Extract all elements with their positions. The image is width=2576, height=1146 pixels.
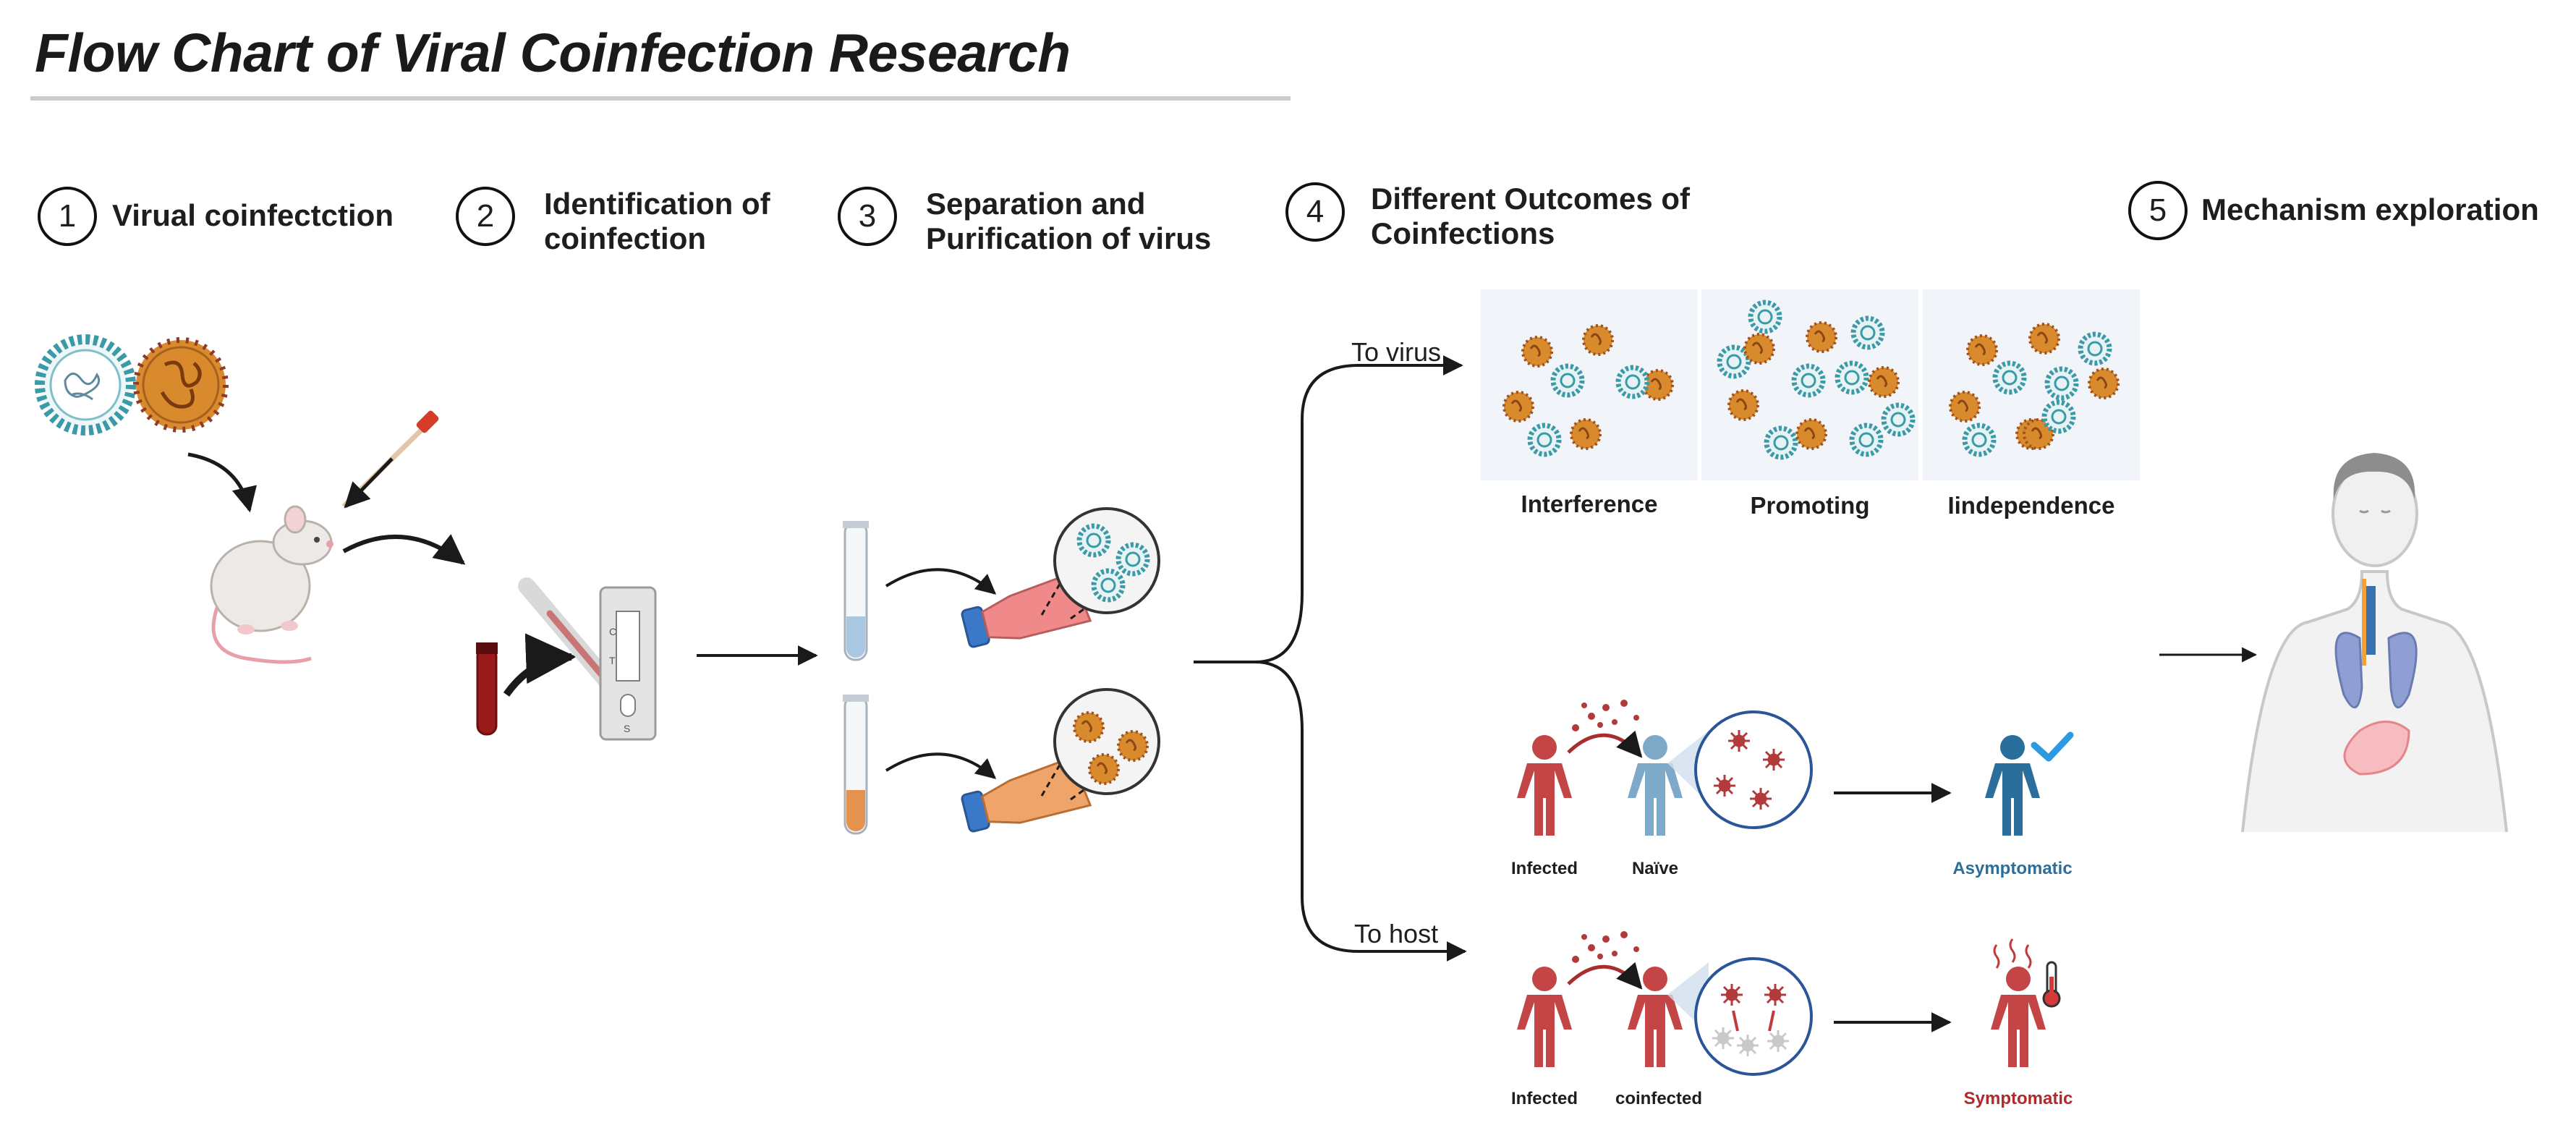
step-1-label: Virual coinfectction — [112, 198, 394, 232]
title-divider — [30, 96, 1291, 101]
test-mark-c: C — [609, 626, 616, 637]
independence-panel — [1923, 289, 2140, 480]
symptomatic-label: Symptomatic — [1963, 1089, 2073, 1108]
step-2-number: 2 — [456, 187, 515, 246]
test-mark-s: S — [624, 723, 630, 734]
symptomatic-person-icon — [1991, 967, 2046, 1067]
check-icon — [2031, 731, 2074, 762]
zoom-naive-virus-icon — [1694, 710, 1813, 829]
infected-person-icon-2 — [1517, 967, 1572, 1067]
tube-blue-icon — [843, 521, 869, 661]
independence-viruses-icon — [1949, 323, 2120, 480]
virus-to-mouse-arrow — [187, 452, 257, 513]
step-3-label: Separation and Purification of virus — [926, 187, 1212, 255]
infected-label-2: Infected — [1510, 1089, 1578, 1108]
to-host-label: To host — [1354, 919, 1439, 948]
blood-to-test-arrow — [503, 633, 577, 697]
zoom-coinfected-virus-icon — [1694, 957, 1813, 1076]
infected-person-icon — [1517, 735, 1572, 836]
tube-orange-icon — [843, 695, 869, 835]
interference-panel — [1481, 289, 1698, 480]
page-title: Flow Chart of Viral Coinfection Research — [35, 22, 1071, 83]
branch-connector — [1194, 355, 1467, 962]
flask-orange-icon — [961, 756, 1092, 833]
naive-label: Naïve — [1631, 859, 1679, 878]
zoom-orange-virus-icon — [1053, 688, 1160, 795]
test-mark-t: T — [609, 655, 616, 666]
promoting-viruses-icon — [1701, 289, 1918, 480]
interference-label: Interference — [1521, 491, 1658, 517]
test-cassette-icon: C T S — [599, 586, 657, 741]
blood-tube-icon — [476, 642, 498, 736]
promoting-label: Promoting — [1750, 492, 1870, 519]
asymptomatic-label: Asymptomatic — [1952, 859, 2073, 878]
promoting-panel — [1701, 289, 1918, 480]
fever-icon — [1993, 938, 2032, 969]
mouse-icon — [210, 505, 333, 664]
infected-label: Infected — [1510, 859, 1578, 878]
step-3-number: 3 — [838, 187, 897, 246]
to-virus-label: To virus — [1351, 337, 1442, 367]
interference-viruses-icon — [1502, 324, 1674, 480]
zoom-teal-virus-icon — [1053, 507, 1160, 614]
step-5-number: 5 — [2128, 181, 2188, 240]
human-body-icon — [2241, 453, 2508, 833]
orange-virus-icon — [133, 337, 229, 433]
coinfected-label: coinfected — [1615, 1089, 1703, 1108]
thermometer-icon — [2042, 961, 2061, 1008]
asymptomatic-person-icon — [1985, 735, 2040, 836]
step-4-label: Different Outcomes of Coinfections — [1371, 182, 1691, 250]
teal-virus-icon — [35, 334, 136, 436]
step-2-label: Identification of coinfection — [544, 187, 770, 255]
step-1-number: 1 — [38, 187, 97, 246]
step-4-number: 4 — [1285, 182, 1345, 242]
virus-particles-icon — [1572, 700, 1639, 731]
independence-label: Iindependence — [1947, 492, 2115, 519]
step-5-label: Mechanism exploration — [2201, 192, 2539, 226]
mouse-to-test-arrow — [342, 534, 466, 565]
